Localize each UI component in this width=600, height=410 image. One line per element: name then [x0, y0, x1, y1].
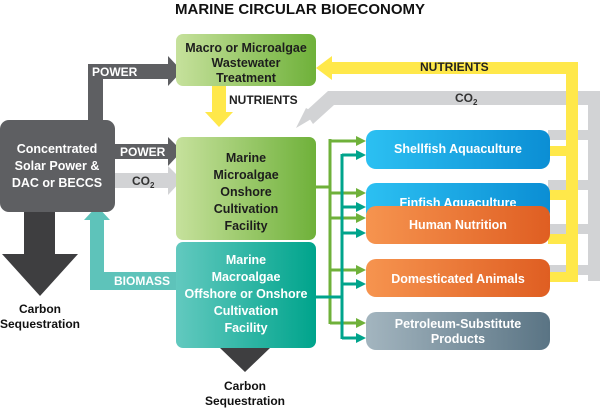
nutrients-down-label: NUTRIENTS — [229, 93, 298, 107]
power-top-label: POWER — [92, 65, 138, 79]
power-mid-arrow — [112, 137, 182, 166]
nutrients-top-label: NUTRIENTS — [420, 60, 489, 74]
domesticated-animals-box: Domesticated Animals — [366, 259, 550, 297]
shellfish-box: Shellfish Aquaculture — [366, 130, 550, 169]
nutrients-down-arrow — [205, 86, 233, 127]
co2-right-label: CO2 — [455, 91, 478, 107]
power-top-arrow — [88, 56, 182, 124]
diagram-title: MARINE CIRCULAR BIOECONOMY — [175, 1, 425, 18]
svg-text:Shellfish Aquaculture: Shellfish Aquaculture — [394, 142, 522, 156]
biomass-arrow — [84, 206, 178, 290]
co2-left-label: CO2 — [132, 174, 155, 190]
nutrients-return-arrow — [316, 56, 578, 282]
power-mid-label: POWER — [120, 145, 166, 159]
sequestration-left-arrow — [2, 212, 78, 296]
biomass-label: BIOMASS — [114, 274, 170, 288]
co2-left-arrow — [112, 166, 182, 195]
svg-text:Domesticated Animals: Domesticated Animals — [391, 272, 525, 286]
macroalgae-distribution-lines — [316, 153, 356, 340]
macroalgae-arrowheads — [356, 150, 366, 343]
svg-text:Human Nutrition: Human Nutrition — [409, 218, 507, 232]
human-nutrition-box: Human Nutrition — [366, 206, 550, 244]
microalgae-arrowheads — [356, 136, 366, 328]
